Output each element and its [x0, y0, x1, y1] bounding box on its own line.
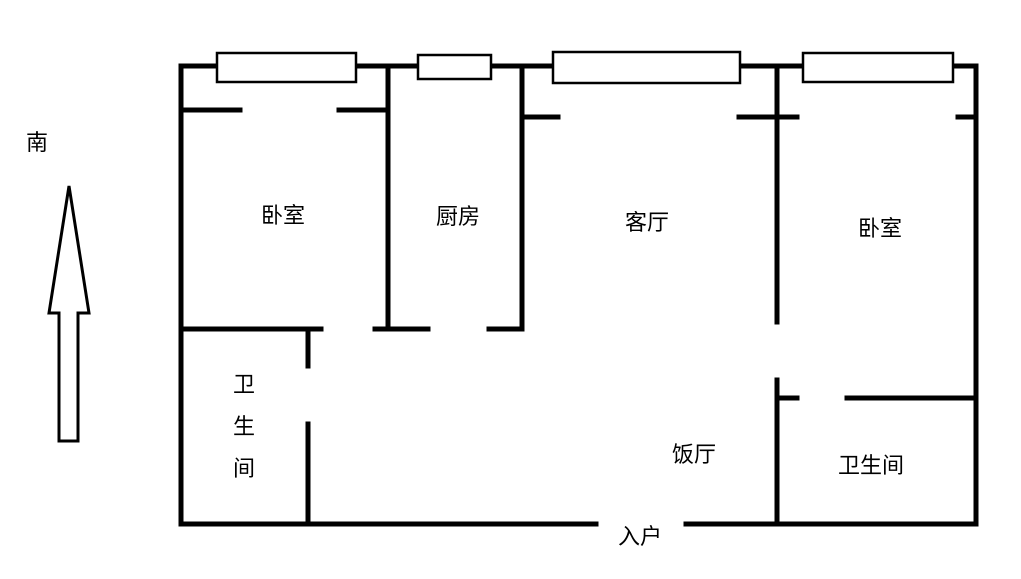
bathroom-left-char-3: 间: [232, 457, 255, 482]
window-bedroom-left: [215, 51, 358, 84]
window-kitchen: [416, 53, 493, 81]
compass-label: 南: [26, 131, 49, 156]
room-label-bathroom-left: 卫 生 间: [231, 375, 257, 501]
room-label-kitchen: 厨房: [436, 205, 481, 230]
windows: [215, 50, 955, 85]
bathroom-left-char-1: 卫: [232, 373, 255, 398]
room-label-bedroom-right: 卧室: [858, 217, 903, 242]
interior-walls: [178, 63, 979, 527]
bathroom-left-char-2: 生: [232, 415, 255, 440]
window-bedroom-right: [801, 51, 955, 84]
entrance-label: 入户: [618, 525, 663, 550]
north-arrow-icon: [47, 185, 91, 443]
room-label-bedroom-left: 卧室: [261, 204, 306, 229]
room-label-bathroom-right: 卫生间: [838, 454, 905, 479]
window-living-room: [551, 50, 742, 85]
room-label-dining-room: 饭厅: [672, 443, 717, 468]
room-label-living-room: 客厅: [625, 211, 670, 236]
